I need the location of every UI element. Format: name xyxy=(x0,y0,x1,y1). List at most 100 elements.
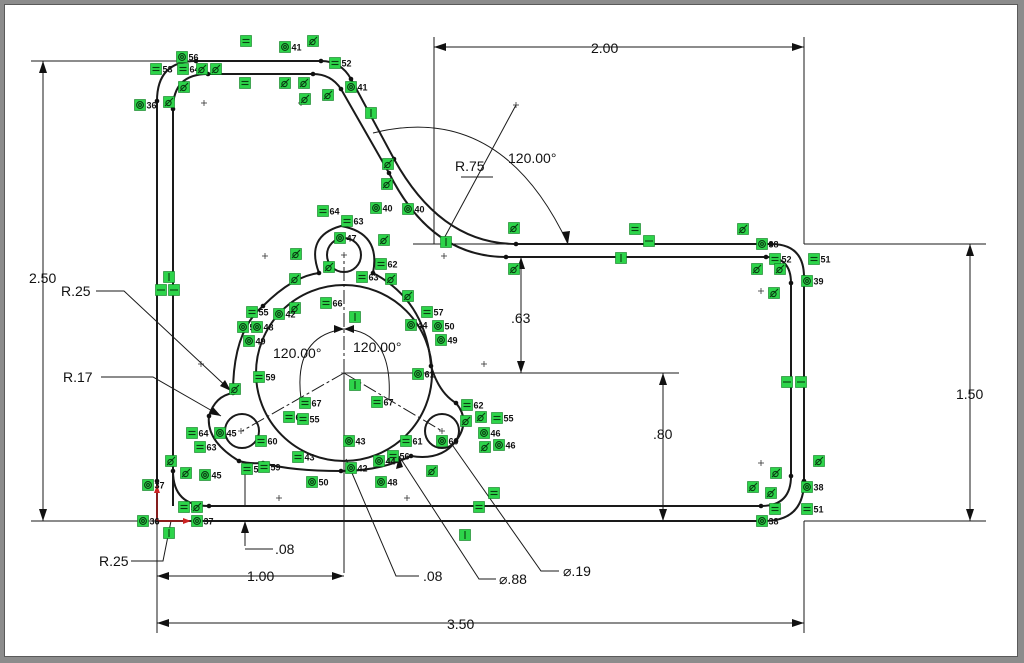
tangent-relation-icon[interactable] xyxy=(426,465,438,477)
equal-relation-icon[interactable]: 53 xyxy=(150,63,173,75)
tangent-relation-icon[interactable] xyxy=(768,287,780,299)
coincident-relation-icon[interactable]: 49 xyxy=(243,335,266,347)
vertical-relation-icon[interactable] xyxy=(615,252,627,264)
equal-relation-icon[interactable]: 59 xyxy=(253,371,276,383)
coincident-relation-icon[interactable]: 38 xyxy=(756,515,779,527)
dim-center-height[interactable]: .80 xyxy=(653,426,673,442)
coincident-relation-icon[interactable]: 61 xyxy=(412,368,435,380)
coincident-relation-icon[interactable]: 40 xyxy=(402,203,425,215)
dim-offset-slot[interactable]: .63 xyxy=(511,310,531,326)
tangent-relation-icon[interactable] xyxy=(323,261,335,273)
tangent-relation-icon[interactable] xyxy=(813,455,825,467)
tangent-relation-icon[interactable] xyxy=(378,234,390,246)
tangent-relation-icon[interactable] xyxy=(165,455,177,467)
coincident-relation-icon[interactable]: 60 xyxy=(436,435,459,447)
dim-radius-small[interactable]: R.17 xyxy=(63,369,93,385)
coincident-relation-icon[interactable]: 43 xyxy=(343,435,366,447)
vertical-relation-icon[interactable] xyxy=(365,107,377,119)
coincident-relation-icon[interactable]: 36 xyxy=(134,99,157,111)
equal-relation-icon[interactable]: 64 xyxy=(186,427,209,439)
equal-relation-icon[interactable]: 60 xyxy=(255,435,278,447)
equal-relation-icon[interactable]: 57 xyxy=(421,306,444,318)
tangent-relation-icon[interactable] xyxy=(299,93,311,105)
vertical-relation-icon[interactable] xyxy=(440,236,452,248)
equal-relation-icon[interactable] xyxy=(239,77,251,89)
tangent-relation-icon[interactable] xyxy=(475,411,487,423)
dim-radius-corner[interactable]: R.25 xyxy=(99,553,129,569)
tangent-relation-icon[interactable] xyxy=(508,263,520,275)
tangent-relation-icon[interactable] xyxy=(279,77,291,89)
dim-fillet-top[interactable]: R.75 xyxy=(455,158,485,174)
equal-relation-icon[interactable]: 63 xyxy=(356,271,379,283)
tangent-relation-icon[interactable] xyxy=(479,441,491,453)
equal-relation-icon[interactable]: 52 xyxy=(329,57,352,69)
dim-width-right[interactable]: 2.00 xyxy=(591,40,618,56)
equal-relation-icon[interactable] xyxy=(473,501,485,513)
equal-relation-icon[interactable]: 43 xyxy=(292,451,315,463)
equal-relation-icon[interactable]: 66 xyxy=(320,297,343,309)
dim-radius-lobe[interactable]: R.25 xyxy=(61,283,91,299)
trefoil-profile[interactable] xyxy=(207,224,465,473)
coincident-relation-icon[interactable]: 38 xyxy=(801,481,824,493)
equal-relation-icon[interactable]: 56 xyxy=(387,450,410,462)
vertical-relation-icon[interactable] xyxy=(459,529,471,541)
equal-relation-icon[interactable]: 55 xyxy=(297,413,320,425)
equal-relation-icon[interactable]: 62 xyxy=(375,258,398,270)
horizontal-relation-icon[interactable] xyxy=(155,284,167,296)
equal-relation-icon[interactable] xyxy=(629,223,641,235)
dim-height-right[interactable]: 1.50 xyxy=(956,386,983,402)
dim-angle-slope[interactable]: 120.00° xyxy=(508,150,556,166)
tangent-relation-icon[interactable] xyxy=(402,290,414,302)
coincident-relation-icon[interactable]: 40 xyxy=(370,202,393,214)
tangent-relation-icon[interactable] xyxy=(298,77,310,89)
tangent-relation-icon[interactable] xyxy=(178,81,190,93)
equal-relation-icon[interactable]: 61 xyxy=(400,435,423,447)
vertical-relation-icon[interactable] xyxy=(349,311,361,323)
equal-relation-icon[interactable]: 59 xyxy=(258,461,281,473)
equal-relation-icon[interactable]: 64 xyxy=(177,63,200,75)
tangent-relation-icon[interactable] xyxy=(508,222,520,234)
tangent-relation-icon[interactable] xyxy=(765,487,777,499)
horizontal-relation-icon[interactable] xyxy=(795,376,807,388)
equal-relation-icon[interactable]: 51 xyxy=(808,253,831,265)
tangent-relation-icon[interactable] xyxy=(382,158,394,170)
equal-relation-icon[interactable]: 63 xyxy=(194,441,217,453)
right-small-circle[interactable] xyxy=(424,413,460,449)
equal-relation-icon[interactable]: 55 xyxy=(246,306,269,318)
tangent-relation-icon[interactable] xyxy=(229,383,241,395)
coincident-relation-icon[interactable]: 38 xyxy=(756,238,779,250)
equal-relation-icon[interactable]: 63 xyxy=(341,215,364,227)
equal-relation-icon[interactable]: 67 xyxy=(371,396,394,408)
tangent-relation-icon[interactable] xyxy=(289,273,301,285)
tangent-relation-icon[interactable] xyxy=(322,89,334,101)
tangent-relation-icon[interactable] xyxy=(196,63,208,75)
coincident-relation-icon[interactable]: 56 xyxy=(176,51,199,63)
dim-angle-right[interactable]: 120.00° xyxy=(353,339,401,355)
coincident-relation-icon[interactable]: 39 xyxy=(801,275,824,287)
dim-center-x[interactable]: 1.00 xyxy=(247,568,274,584)
equal-relation-icon[interactable] xyxy=(769,503,781,515)
tangent-relation-icon[interactable] xyxy=(385,273,397,285)
tangent-relation-icon[interactable] xyxy=(289,302,301,314)
equal-relation-icon[interactable]: 62 xyxy=(461,399,484,411)
dim-dia-small[interactable]: ⌀.19 xyxy=(563,563,591,579)
sketch-canvas[interactable]: 2.00 2.50 1.50 3.50 R.75 120.00° .63 .80… xyxy=(5,5,1019,658)
coincident-relation-icon[interactable]: 44 xyxy=(373,455,396,467)
tangent-relation-icon[interactable] xyxy=(381,178,393,190)
dim-offset-bottom[interactable]: .08 xyxy=(275,541,295,557)
coincident-relation-icon[interactable]: 48 xyxy=(375,476,398,488)
tangent-relation-icon[interactable] xyxy=(737,223,749,235)
vertical-relation-icon[interactable] xyxy=(163,527,175,539)
horizontal-relation-icon[interactable] xyxy=(168,284,180,296)
equal-relation-icon[interactable] xyxy=(240,35,252,47)
tangent-relation-icon[interactable] xyxy=(774,263,786,275)
tangent-relation-icon[interactable] xyxy=(460,415,472,427)
coincident-relation-icon[interactable]: 46 xyxy=(478,427,501,439)
coincident-relation-icon[interactable]: 37 xyxy=(191,515,214,527)
coincident-relation-icon[interactable]: 47 xyxy=(334,232,357,244)
dim-dia-large[interactable]: ⌀.88 xyxy=(499,571,527,587)
tangent-relation-icon[interactable] xyxy=(163,96,175,108)
equal-relation-icon[interactable]: 64 xyxy=(317,205,340,217)
dim-height-total[interactable]: 2.50 xyxy=(29,270,56,286)
tangent-relation-icon[interactable] xyxy=(290,248,302,260)
